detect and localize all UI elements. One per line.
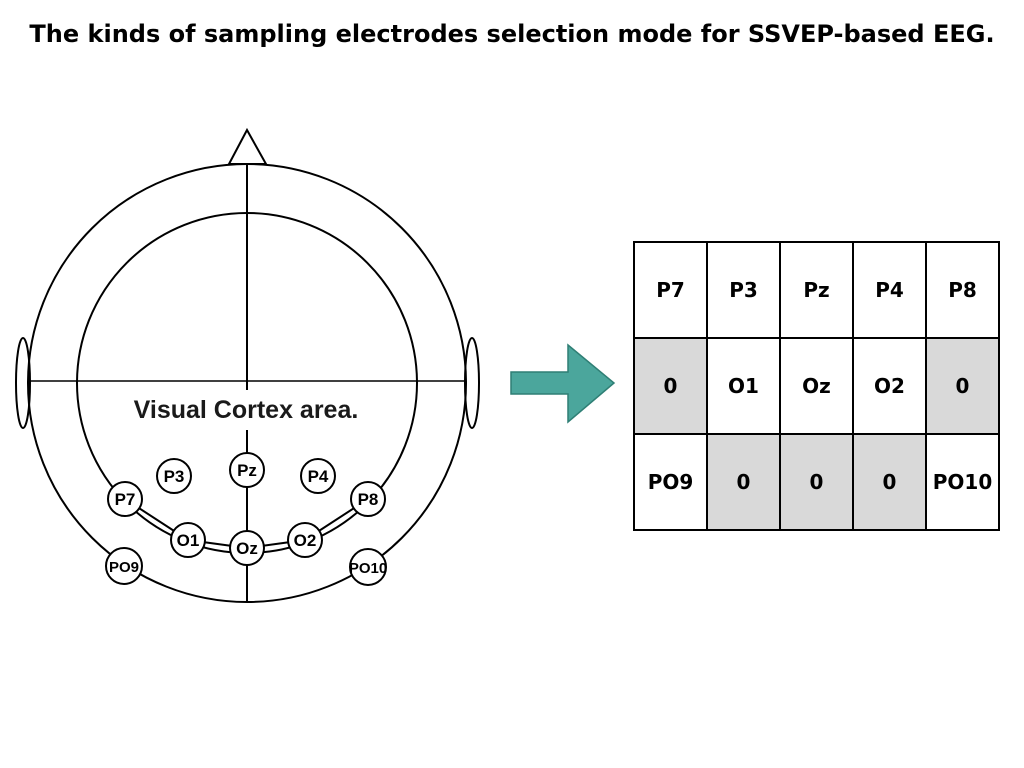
grid-cell-empty: 0 (633, 337, 708, 435)
grid-cell: P4 (852, 241, 927, 339)
electrode-pz: Pz (229, 452, 265, 488)
svg-text:Pz: Pz (237, 461, 257, 480)
electrode-oz: Oz (229, 530, 265, 566)
electrode-p3: P3 (156, 458, 192, 494)
left-ear (15, 337, 31, 429)
grid-cell: P7 (633, 241, 708, 339)
area-label-bg (110, 390, 386, 430)
grid-cell: Oz (779, 337, 854, 435)
electrode-p7: P7 (107, 481, 143, 517)
svg-text:P8: P8 (358, 490, 379, 509)
grid-cell-empty: 0 (779, 433, 854, 531)
nose-marker (227, 127, 268, 165)
electrode-o1: O1 (170, 522, 206, 558)
grid-cell: O2 (852, 337, 927, 435)
grid-row: PO9 0 0 0 PO10 (633, 433, 1000, 531)
grid-cell: Pz (779, 241, 854, 339)
electrode-p8: P8 (350, 481, 386, 517)
head-diagram: Visual Cortex area. P3 Pz P4 P7 P8 O1 Oz… (15, 127, 480, 603)
page-title: The kinds of sampling electrodes selecti… (29, 20, 995, 48)
svg-text:P3: P3 (164, 467, 185, 486)
visual-cortex-label: Visual Cortex area. (134, 396, 359, 424)
grid-cell: PO10 (925, 433, 1000, 531)
right-ear (464, 337, 480, 429)
electrode-po10: PO10 (349, 548, 387, 586)
grid-row: 0 O1 Oz O2 0 (633, 337, 1000, 435)
right-arrow-icon (510, 343, 616, 424)
svg-text:P4: P4 (308, 467, 329, 486)
arrow-shape (510, 343, 616, 424)
grid-cell-empty: 0 (852, 433, 927, 531)
svg-text:PO10: PO10 (349, 560, 387, 577)
grid-cell: P8 (925, 241, 1000, 339)
grid-cell-empty: 0 (706, 433, 781, 531)
electrode-o2: O2 (287, 522, 323, 558)
grid-cell-empty: 0 (925, 337, 1000, 435)
grid-row: P7 P3 Pz P4 P8 (633, 241, 1000, 339)
svg-text:P7: P7 (115, 490, 136, 509)
grid-cell: PO9 (633, 433, 708, 531)
svg-text:O2: O2 (294, 531, 317, 550)
grid-cell: O1 (706, 337, 781, 435)
electrode-po9: PO9 (105, 547, 143, 585)
grid-cell: P3 (706, 241, 781, 339)
electrode-p4: P4 (300, 458, 336, 494)
svg-text:Oz: Oz (236, 539, 258, 558)
electrode-grid: P7 P3 Pz P4 P8 0 O1 Oz O2 0 PO9 0 0 0 PO… (633, 241, 1000, 531)
svg-text:O1: O1 (177, 531, 200, 550)
svg-text:PO9: PO9 (109, 559, 139, 576)
